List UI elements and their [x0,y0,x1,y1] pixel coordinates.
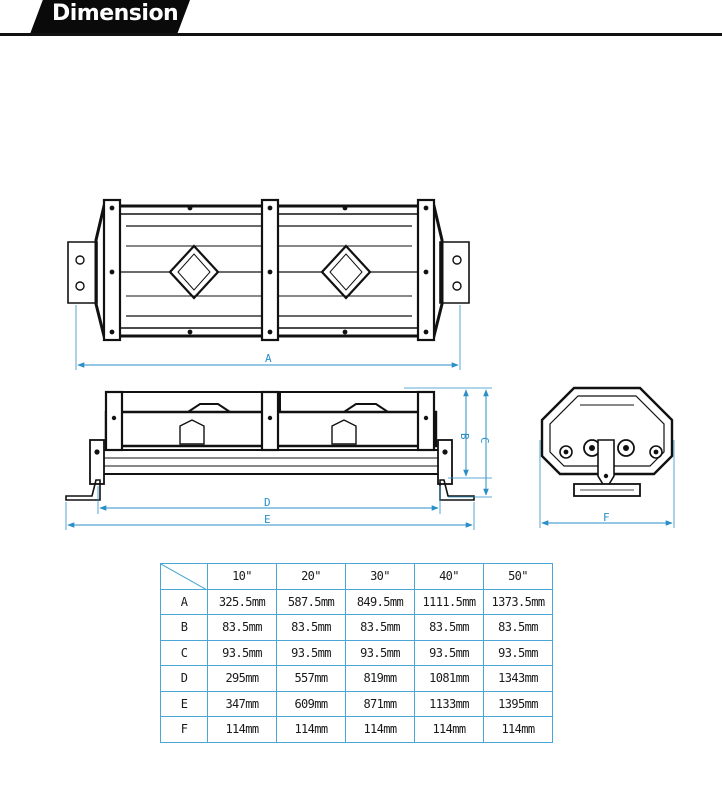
dimension-label-e: E [264,513,271,526]
table-row-label: D [160,665,208,692]
table-cell: 93.5mm [345,639,415,666]
table-cell: 1395mm [483,690,553,717]
table-cell: 871mm [345,690,415,717]
table-cell: 347mm [207,690,277,717]
header-tab [30,0,190,34]
table-cell: 1343mm [483,665,553,692]
table-column-header: 40" [414,563,484,590]
table-cell: 93.5mm [276,639,346,666]
dimension-label-f: F [603,511,610,524]
table-row: D 295mm 557mm 819mm 1081mm 1343mm [160,665,553,692]
dimension-f [539,440,675,528]
table-cell: 83.5mm [276,614,346,641]
table-row-label: B [160,614,208,641]
dimension-label-d: D [264,496,271,509]
table-row-label: E [160,690,208,717]
table-row: C 93.5mm 93.5mm 93.5mm 93.5mm 93.5mm [160,639,553,666]
table-cell: 1111.5mm [414,588,484,615]
table-column-header: 50" [483,563,553,590]
table-row-label: A [160,588,208,615]
table-row: F 114mm 114mm 114mm 114mm 114mm [160,716,553,743]
header-rule [0,33,722,36]
table-cell: 83.5mm [483,614,553,641]
table-cell: 325.5mm [207,588,277,615]
table-cell: 295mm [207,665,277,692]
table-cell: 114mm [207,716,277,743]
table-cell: 1081mm [414,665,484,692]
table-cell: 819mm [345,665,415,692]
table-cell: 93.5mm [414,639,484,666]
dimension-label-b: B [458,433,471,440]
table-cell: 83.5mm [207,614,277,641]
table-cell: 1133mm [414,690,484,717]
table-cell: 849.5mm [345,588,415,615]
section-header: Dimension [0,0,722,40]
table-row: E 347mm 609mm 871mm 1133mm 1395mm [160,690,553,717]
dimension-table: 10" 20" 30" 40" 50" A 325.5mm 587.5mm 84… [160,563,553,743]
dimension-label-c: C [478,437,491,444]
corner-diagonal [161,564,207,590]
table-row-label: C [160,639,208,666]
table-column-header: 20" [276,563,346,590]
end-view [540,386,674,497]
dimension-a [75,305,461,370]
dimension-label-a: A [265,352,272,365]
table-cell: 93.5mm [207,639,277,666]
table-cell: 1373.5mm [483,588,553,615]
section-title: Dimension [52,1,179,26]
table-cell: 557mm [276,665,346,692]
table-cell: 114mm [414,716,484,743]
table-cell: 587.5mm [276,588,346,615]
table-cell: 114mm [345,716,415,743]
table-cell: 114mm [483,716,553,743]
dimension-b-c [404,387,492,498]
table-header-row: 10" 20" 30" 40" 50" [160,563,553,590]
table-cell: 609mm [276,690,346,717]
table-column-header: 10" [207,563,277,590]
table-cell: 93.5mm [483,639,553,666]
table-row: B 83.5mm 83.5mm 83.5mm 83.5mm 83.5mm [160,614,553,641]
table-cell: 114mm [276,716,346,743]
table-cell: 83.5mm [345,614,415,641]
table-cell: 83.5mm [414,614,484,641]
side-view [65,390,475,501]
table-row: A 325.5mm 587.5mm 849.5mm 1111.5mm 1373.… [160,588,553,615]
dimension-d-e [65,486,475,530]
table-column-header: 30" [345,563,415,590]
front-view [67,198,470,342]
table-row-label: F [160,716,208,743]
table-corner-cell [160,563,208,590]
